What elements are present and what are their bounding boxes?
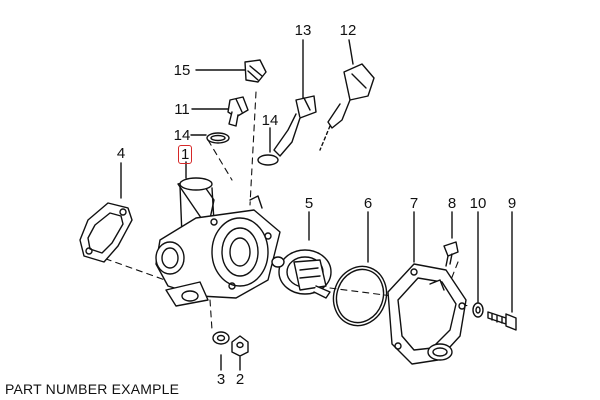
temperature-sensor-part-13 bbox=[273, 95, 317, 157]
caption-text: PART NUMBER EXAMPLE bbox=[5, 381, 180, 397]
gasket-part-4 bbox=[79, 202, 133, 263]
callout-label-7: 7 bbox=[409, 195, 419, 212]
washer-part-3 bbox=[212, 331, 230, 345]
thermostat-housing-part-1 bbox=[155, 177, 281, 307]
callout-label-12: 12 bbox=[339, 22, 357, 39]
nut-part-2 bbox=[231, 335, 249, 357]
callout-label-5: 5 bbox=[304, 195, 314, 212]
coolant-sensor-part-12 bbox=[319, 63, 375, 151]
leader-line-12 bbox=[348, 39, 354, 65]
callout-label-14b: 14 bbox=[261, 112, 279, 129]
callout-label-9: 9 bbox=[507, 195, 517, 212]
callout-label-11: 11 bbox=[174, 101, 190, 118]
sealing-ring-inner bbox=[210, 134, 226, 142]
bolt-part-9 bbox=[487, 311, 517, 331]
callout-label-1-highlighted: 1 bbox=[178, 145, 193, 164]
callout-label-4: 4 bbox=[116, 145, 126, 162]
callout-label-6: 6 bbox=[363, 195, 373, 212]
callout-label-10: 10 bbox=[469, 195, 487, 212]
callout-label-15: 15 bbox=[173, 62, 191, 79]
callout-label-8: 8 bbox=[447, 195, 457, 212]
callout-label-3: 3 bbox=[216, 371, 226, 388]
callout-label-14: 14 bbox=[173, 127, 191, 144]
callout-label-13: 13 bbox=[294, 22, 312, 39]
bleed-screw-part-8 bbox=[443, 241, 459, 267]
thermostat-cover-part-7 bbox=[387, 263, 467, 365]
sealing-ring-part-14b bbox=[257, 154, 279, 166]
temperature-switch-part-11 bbox=[227, 96, 249, 127]
o-ring-part-6 bbox=[332, 265, 388, 327]
screw-plug-part-15 bbox=[244, 59, 267, 83]
washer-part-10 bbox=[472, 302, 484, 318]
thermostat-part-5 bbox=[271, 249, 332, 299]
callout-label-2: 2 bbox=[235, 371, 245, 388]
